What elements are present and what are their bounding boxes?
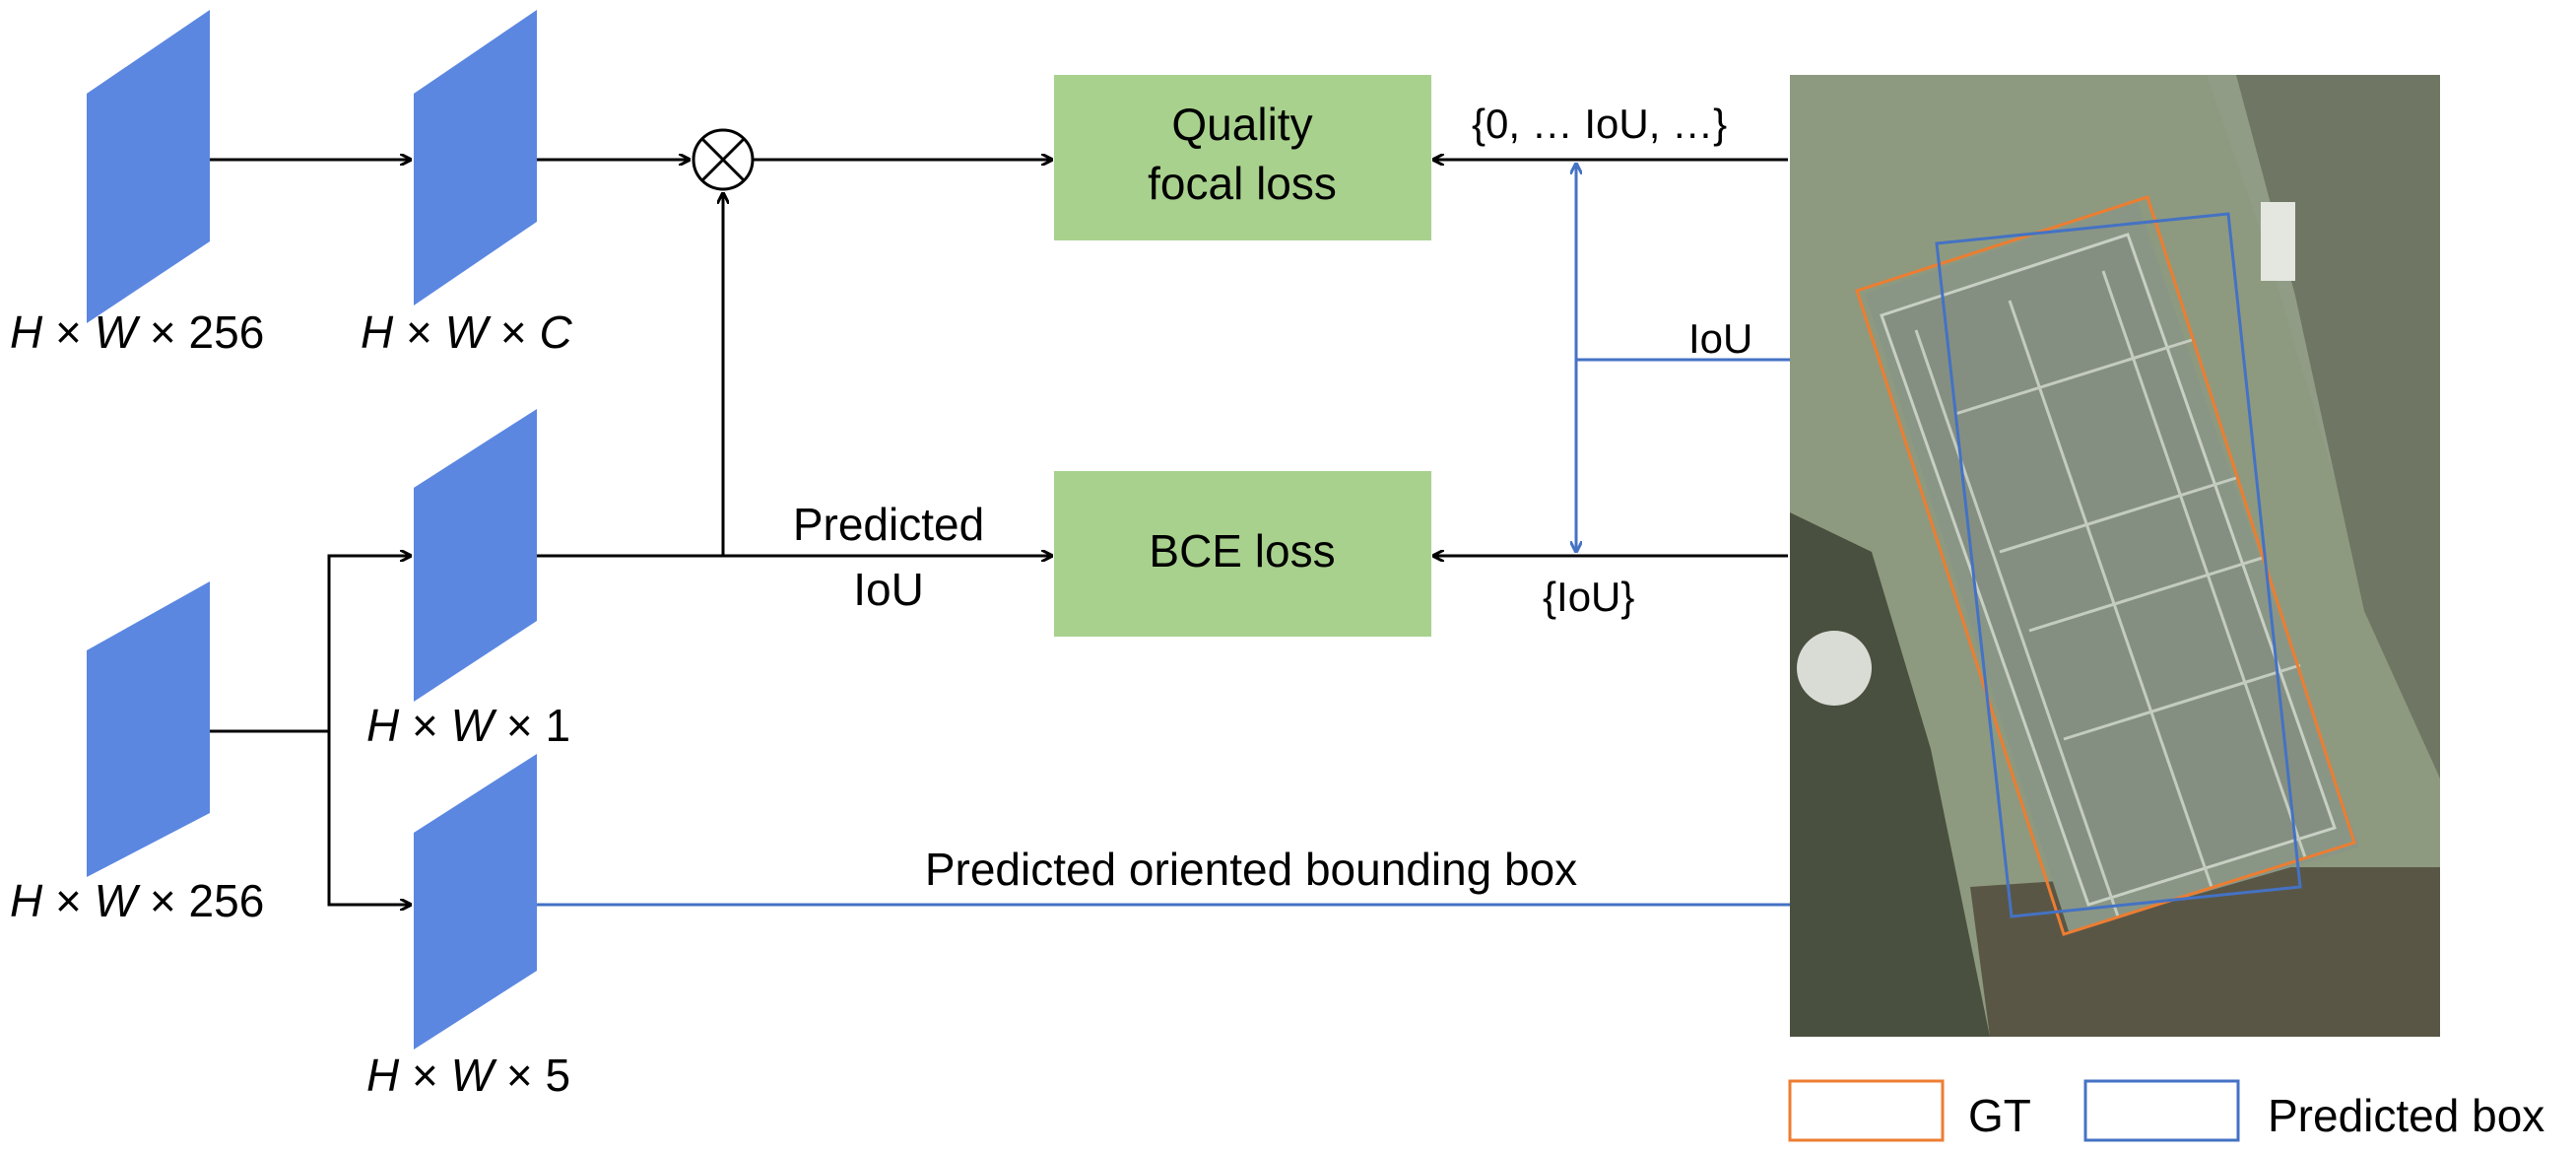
- qfl-target-label: {0, … IoU, …}: [1472, 101, 1727, 147]
- feature-map-top-input: [87, 10, 210, 323]
- multiply-operator-icon: [692, 128, 755, 191]
- legend: GT Predicted box: [1788, 1079, 2544, 1142]
- quality-focal-loss-line2: focal loss: [1148, 158, 1337, 209]
- dim-label-bottom-input: H × W × 256: [10, 875, 264, 926]
- feature-map-bottom-input: [87, 581, 210, 877]
- feature-map-iou: [414, 409, 537, 702]
- gt-box: [1855, 195, 2356, 936]
- bce-loss-label: BCE loss: [1149, 525, 1335, 576]
- dim-label-iou: H × W × 1: [366, 700, 570, 751]
- aerial-image: [1790, 75, 2440, 1037]
- predicted-iou-label-line1: Predicted: [793, 499, 984, 550]
- feature-map-box: [414, 754, 537, 1050]
- quality-focal-loss-line1: Quality: [1171, 99, 1312, 150]
- dim-label-top-input: H × W × 256: [10, 306, 264, 358]
- bce-target-label: {IoU}: [1543, 574, 1634, 620]
- predicted-iou-label-line2: IoU: [853, 564, 924, 615]
- legend-pred-label: Predicted box: [2268, 1090, 2544, 1141]
- quality-focal-loss-box: [1054, 75, 1431, 240]
- legend-pred-swatch: [2083, 1079, 2240, 1142]
- arrow-split-to-box: [327, 731, 411, 905]
- bce-loss-box: [1054, 471, 1431, 637]
- dim-label-box: H × W × 5: [366, 1050, 570, 1101]
- predicted-obb-label: Predicted oriented bounding box: [925, 844, 1577, 895]
- legend-gt-swatch: [1788, 1079, 1945, 1142]
- feature-map-top-cls: [414, 10, 537, 305]
- predicted-box: [1935, 212, 2302, 918]
- iou-label: IoU: [1688, 315, 1752, 362]
- dim-label-top-cls: H × W × C: [361, 306, 573, 358]
- legend-gt-label: GT: [1968, 1090, 2031, 1141]
